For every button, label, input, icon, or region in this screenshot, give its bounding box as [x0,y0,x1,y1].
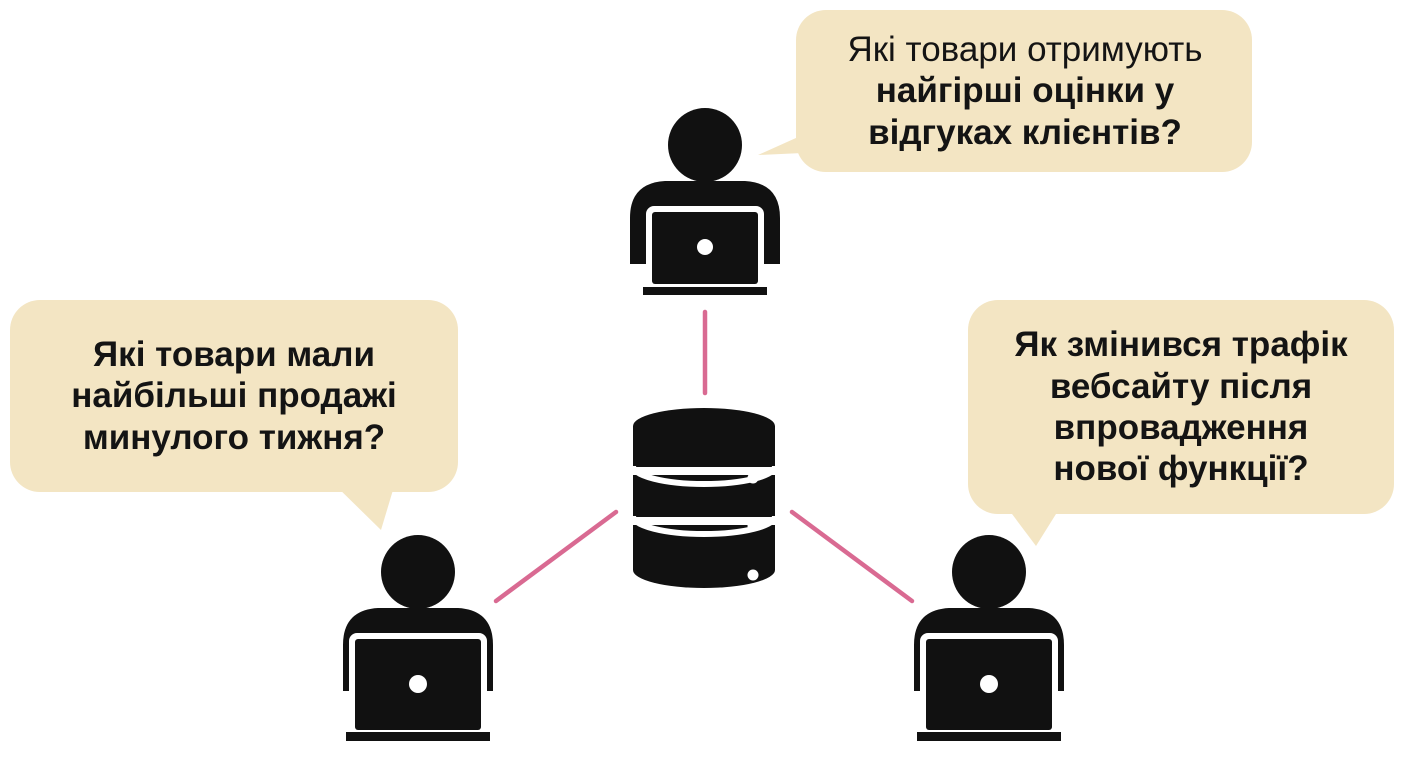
question-right-line-1: Як змінився трафік [1014,325,1348,365]
question-right-line-2: вебсайту після [1049,366,1313,406]
question-top-line-2: найгірші оцінки у [875,71,1175,111]
question-top: Які товари отримують найгірші оцінки у в… [800,12,1250,170]
speech-bubble-top [758,10,1252,172]
question-right-line-3: впровадження [1053,408,1309,447]
user-left-icon [343,535,493,741]
user-top-icon [630,108,780,295]
question-top-line-3: відгуках клієнтів? [868,112,1182,152]
question-left-line-1: Які товари мали [93,335,375,375]
user-right-icon [914,535,1064,741]
database-icon [630,408,778,588]
speech-bubble-left [10,300,458,530]
question-right: Як змінився трафік вебсайту після впрова… [968,302,1394,512]
connectors [493,309,915,604]
question-right-line-4: нової функції? [1053,449,1309,489]
question-left-line-2: найбільші продажі [71,376,397,416]
question-left: Які товари мали найбільші продажі минуло… [10,302,458,490]
question-left-line-3: минулого тижня? [82,417,386,457]
question-top-line-1: Які товари отримують [847,30,1203,70]
speech-bubble-right [968,300,1394,546]
connector-right [789,509,915,604]
connector-left [493,509,619,604]
